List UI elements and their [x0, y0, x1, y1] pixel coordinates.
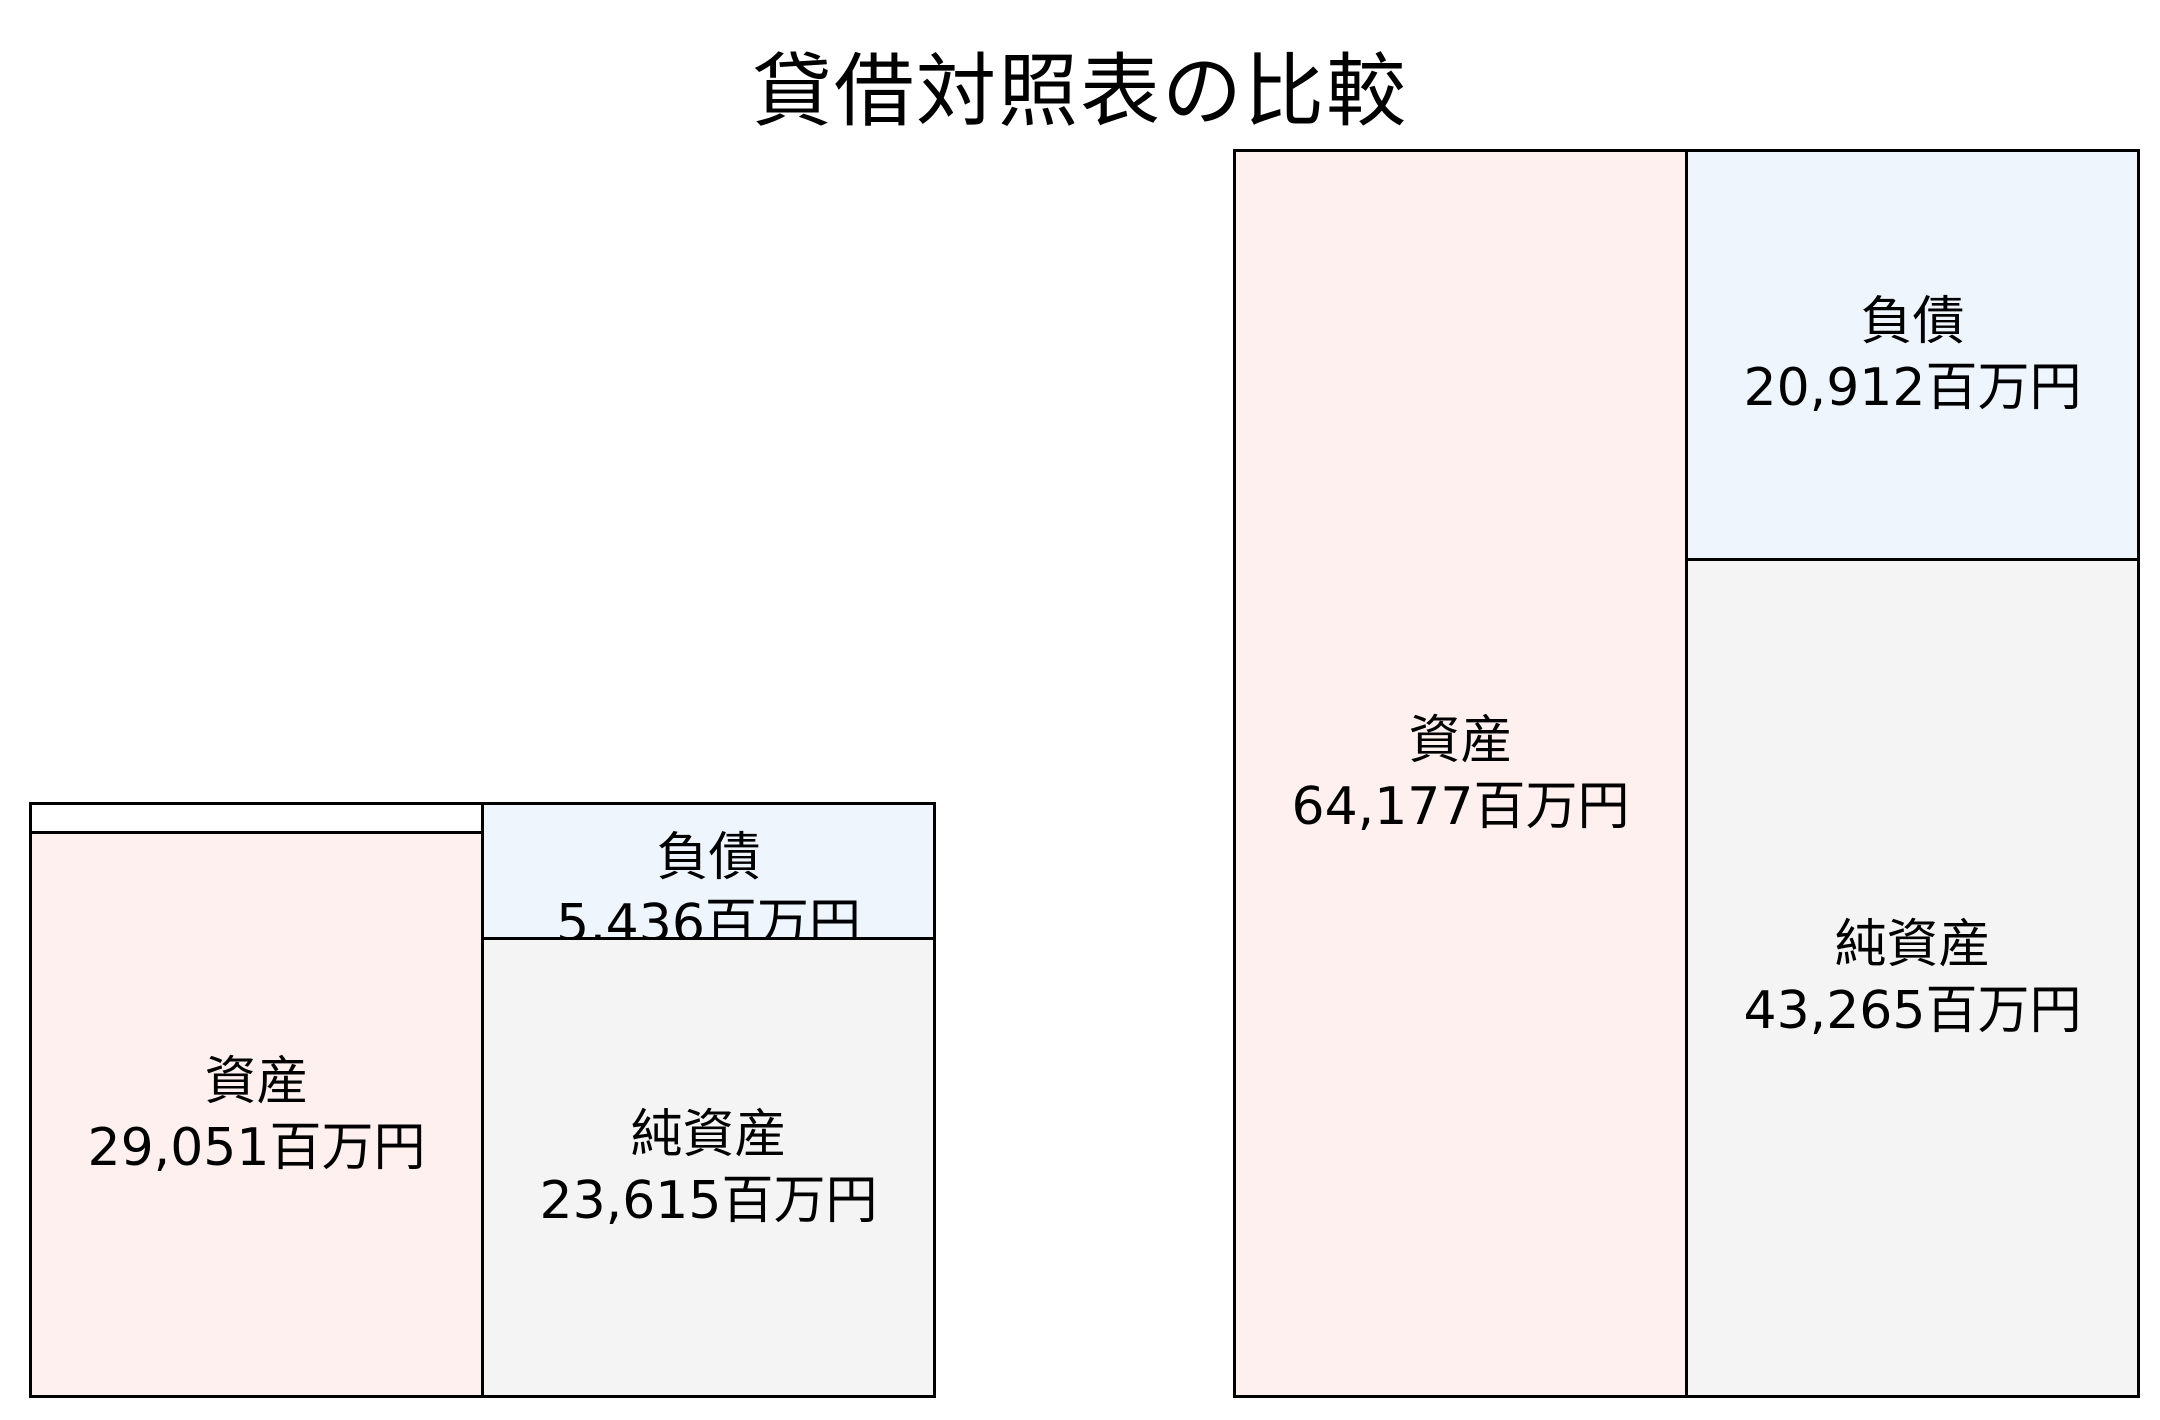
- left-net-assets-value: 23,615百万円: [539, 1170, 878, 1231]
- right-assets-block: 資産 64,177百万円: [1233, 149, 1688, 1398]
- left-net-assets-label: 純資産: [630, 1104, 787, 1165]
- diagram-title: 貸借対照表の比較: [752, 45, 1408, 138]
- left-liabilities-label: 負債: [656, 828, 761, 888]
- left-assets-value: 29,051百万円: [87, 1117, 426, 1178]
- left-net-assets-block: 純資産 23,615百万円: [481, 937, 936, 1398]
- right-assets-label: 資産: [1408, 710, 1513, 771]
- right-assets-value: 64,177百万円: [1291, 776, 1630, 837]
- left-assets-block: 資産 29,051百万円: [29, 831, 484, 1398]
- left-liabilities-value: 5,436百万円: [556, 894, 861, 940]
- right-net-assets-block: 純資産 43,265百万円: [1685, 558, 2140, 1398]
- right-net-assets-value: 43,265百万円: [1743, 981, 2082, 1041]
- left-liabilities-block: 負債 5,436百万円: [481, 802, 936, 940]
- right-liabilities-value: 20,912百万円: [1743, 358, 2082, 418]
- left-assets-gap-block: [29, 802, 484, 834]
- right-net-assets-label: 純資産: [1834, 915, 1991, 975]
- right-liabilities-block: 負債 20,912百万円: [1685, 149, 2140, 561]
- left-assets-label: 資産: [204, 1051, 309, 1112]
- right-liabilities-label: 負債: [1860, 292, 1965, 352]
